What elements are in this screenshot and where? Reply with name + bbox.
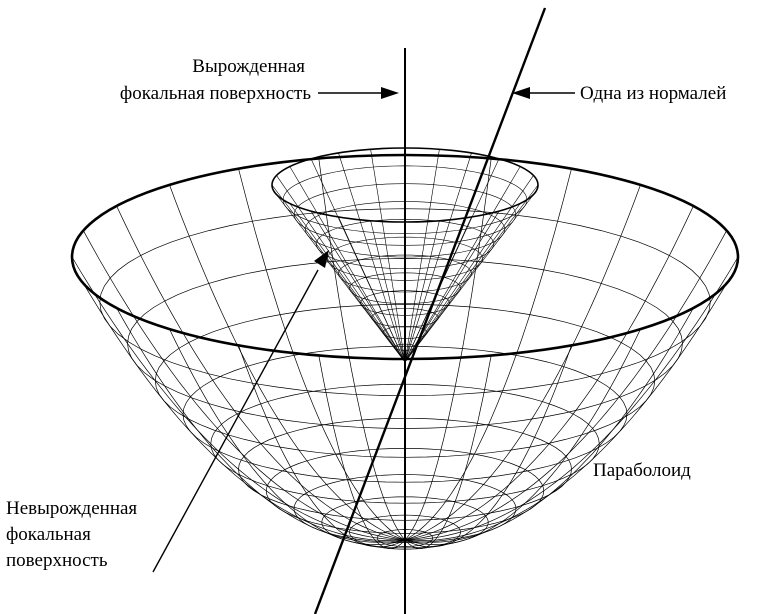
paraboloid-meridian bbox=[82, 230, 406, 541]
paraboloid-meridian bbox=[404, 184, 641, 541]
cone-parallel bbox=[293, 183, 517, 246]
degenerate-label-line2: фокальная поверхность bbox=[120, 83, 311, 104]
paraboloid-meridian bbox=[404, 205, 694, 541]
cone-parallel bbox=[382, 325, 428, 340]
degenerate-arrow-icon bbox=[381, 87, 399, 99]
nondegenerate-label-line3: поверхность bbox=[6, 550, 108, 571]
paraboloid-meridian bbox=[404, 328, 641, 545]
paraboloid-wireframe bbox=[71, 155, 739, 550]
nondegenerate-arrow-icon bbox=[314, 250, 329, 268]
paraboloid-meridian bbox=[169, 328, 406, 545]
cone-parallel bbox=[315, 218, 494, 270]
paraboloid-label: Параболоид bbox=[593, 460, 691, 481]
paraboloid-parallel bbox=[99, 208, 711, 397]
paraboloid-parallel bbox=[293, 474, 517, 543]
nondegenerate-label-line2: фокальная bbox=[6, 524, 91, 545]
cone-parallel bbox=[371, 308, 439, 328]
paraboloid-parallel bbox=[349, 514, 461, 550]
paraboloid-meridian bbox=[116, 307, 406, 543]
paraboloid-meridian bbox=[404, 256, 739, 541]
paraboloid-parallel bbox=[321, 496, 489, 549]
cone-parallel bbox=[393, 343, 417, 351]
normal-arrow-icon bbox=[512, 87, 530, 99]
paraboloid-parallel bbox=[376, 529, 434, 547]
paraboloid-meridian bbox=[404, 307, 694, 543]
cone-parallel bbox=[360, 290, 450, 316]
nondegenerate-label-line1: Невырожденная bbox=[6, 498, 137, 519]
normal-label: Одна из нормалей bbox=[580, 83, 726, 104]
cone-parallel bbox=[304, 201, 506, 258]
paraboloid-parallel bbox=[238, 417, 572, 521]
paraboloid-parallel bbox=[127, 258, 683, 429]
degenerate-label-line1: Вырожденная bbox=[192, 56, 305, 77]
nondegenerate-leader bbox=[152, 269, 319, 573]
normal-line bbox=[313, 7, 547, 614]
paraboloid-meridian bbox=[404, 230, 728, 541]
paraboloid-meridian bbox=[169, 184, 406, 541]
paraboloid-parallel bbox=[182, 345, 628, 483]
focal-cone-wireframe bbox=[271, 148, 539, 363]
paraboloid-parallel bbox=[210, 383, 600, 504]
